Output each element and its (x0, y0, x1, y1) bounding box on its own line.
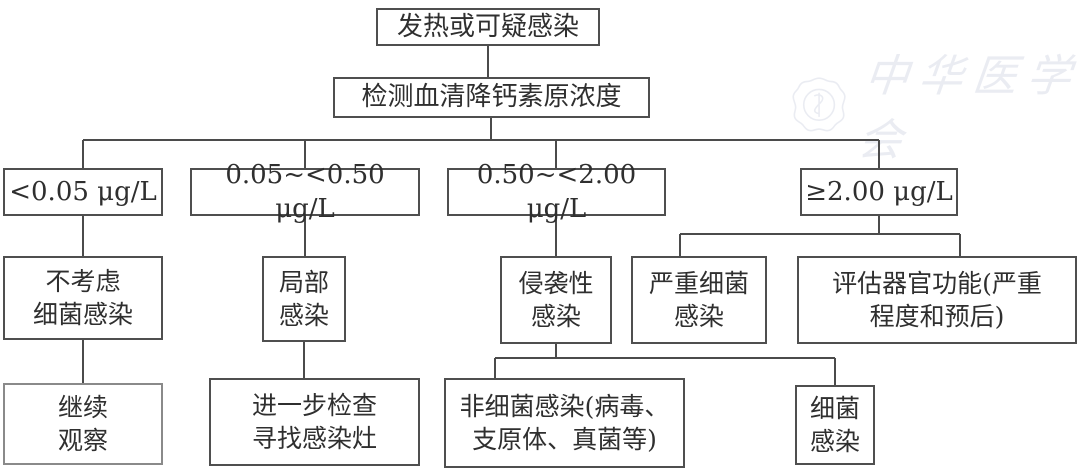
node-severe-bacterial-infection: 严重细菌 感染 (631, 256, 767, 344)
node-invasive-infection: 侵袭性 感染 (500, 256, 612, 344)
node-further-examination: 进一步检查 寻找感染灶 (209, 378, 420, 466)
node-test-serum-procalcitonin: 检测血清降钙素原浓度 (333, 77, 650, 118)
node-no-bacterial-infection: 不考虑 细菌感染 (3, 256, 163, 340)
node-assess-organ-function: 评估器官功能(严重 程度和预后) (797, 256, 1077, 344)
node-continue-observation: 继续 观察 (3, 383, 163, 465)
node-bacterial-infection: 细菌 感染 (795, 385, 875, 465)
node-range-0-50-to-2-00: 0.50~<2.00 μg/L (447, 160, 666, 224)
node-non-bacterial-infection: 非细菌感染(病毒、 支原体、真菌等) (444, 378, 685, 468)
node-range-above-2-00: ≥2.00 μg/L (800, 168, 958, 216)
node-range-0-05-to-0-50: 0.05~<0.50 μg/L (190, 160, 420, 224)
node-range-below-0-05: <0.05 μg/L (3, 168, 163, 216)
node-local-infection: 局部 感染 (262, 256, 346, 342)
node-fever-or-suspected-infection: 发热或可疑感染 (376, 8, 600, 46)
